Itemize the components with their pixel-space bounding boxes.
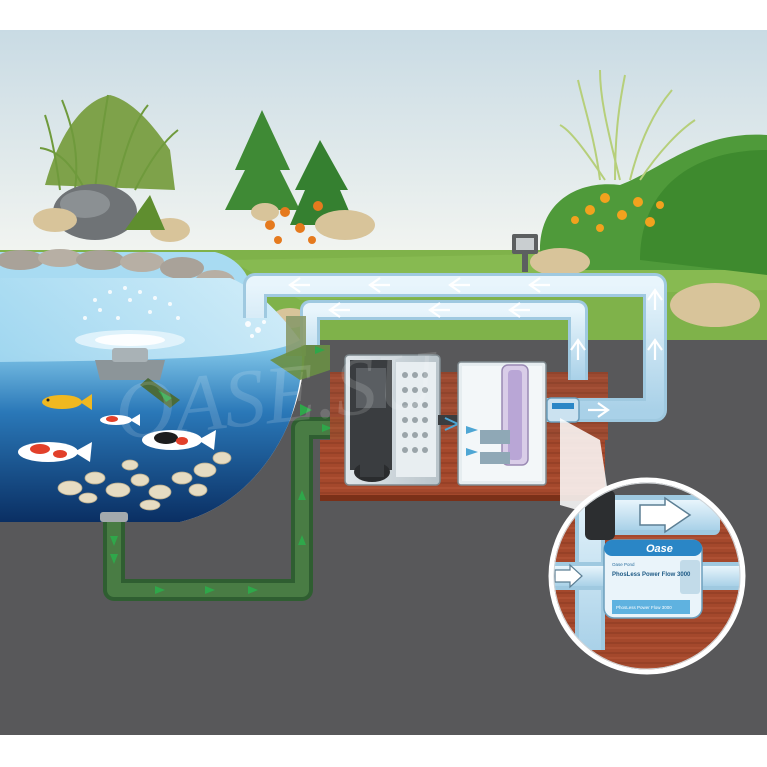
white-flow-arrow-icon — [508, 302, 530, 318]
koi-fish-icon — [18, 442, 92, 462]
white-flow-arrow-icon — [588, 402, 610, 418]
green-flow-arrow-icon — [322, 424, 332, 432]
background-plants — [33, 69, 767, 327]
white-flow-arrow-icon — [428, 302, 450, 318]
koi-fish-group — [18, 394, 232, 511]
magnifier-callout-icon: Oase Oase Pond PhosLess Power Flow 3000 … — [548, 477, 746, 675]
white-flow-arrow-icon — [554, 563, 583, 589]
white-flow-arrow-icon — [570, 338, 586, 360]
product-name-text: PhosLess Power Flow 3000 — [612, 572, 691, 578]
product-name-label: PhosLess Power Flow 3000 — [616, 605, 672, 610]
green-flow-arrow-icon — [110, 554, 118, 564]
green-flow-arrow-icon — [298, 535, 306, 545]
koi-fish-icon — [42, 394, 92, 410]
phosless-unit-small — [546, 397, 580, 423]
green-flow-arrow-icon — [205, 586, 215, 594]
green-flow-arrow-icon — [298, 490, 306, 500]
pond-filter-icon — [344, 354, 465, 486]
white-flow-arrow-icon — [528, 277, 550, 293]
oase-logo: Oase — [646, 543, 673, 555]
garden-light-icon — [512, 234, 538, 272]
uv-clarifier-icon — [457, 361, 580, 486]
bottom-drain — [100, 512, 128, 522]
suction-arrow-icon — [158, 390, 172, 402]
white-flow-arrow-icon — [647, 338, 663, 360]
koi-fish-icon — [142, 430, 216, 450]
suction-pipe — [100, 417, 352, 601]
green-flow-arrow-icon — [248, 586, 258, 594]
product-line-text: Oase Pond — [612, 562, 635, 567]
white-flow-arrow-icon — [639, 496, 692, 534]
white-flow-arrow-icon — [288, 277, 310, 293]
green-flow-arrow-icon — [315, 346, 325, 354]
green-flow-arrow-icon — [155, 586, 165, 594]
pump-icon — [354, 455, 390, 482]
return-pipe — [243, 273, 667, 422]
white-flow-arrow-icon — [448, 277, 470, 293]
green-flow-arrow-icon — [110, 536, 118, 546]
white-flow-arrow-icon — [368, 277, 390, 293]
white-flow-arrow-icon — [328, 302, 350, 318]
fountain-icon — [75, 286, 185, 408]
white-flow-arrow-icon — [647, 288, 663, 310]
koi-fish-icon — [100, 414, 140, 426]
green-flow-arrow-icon — [300, 404, 312, 416]
